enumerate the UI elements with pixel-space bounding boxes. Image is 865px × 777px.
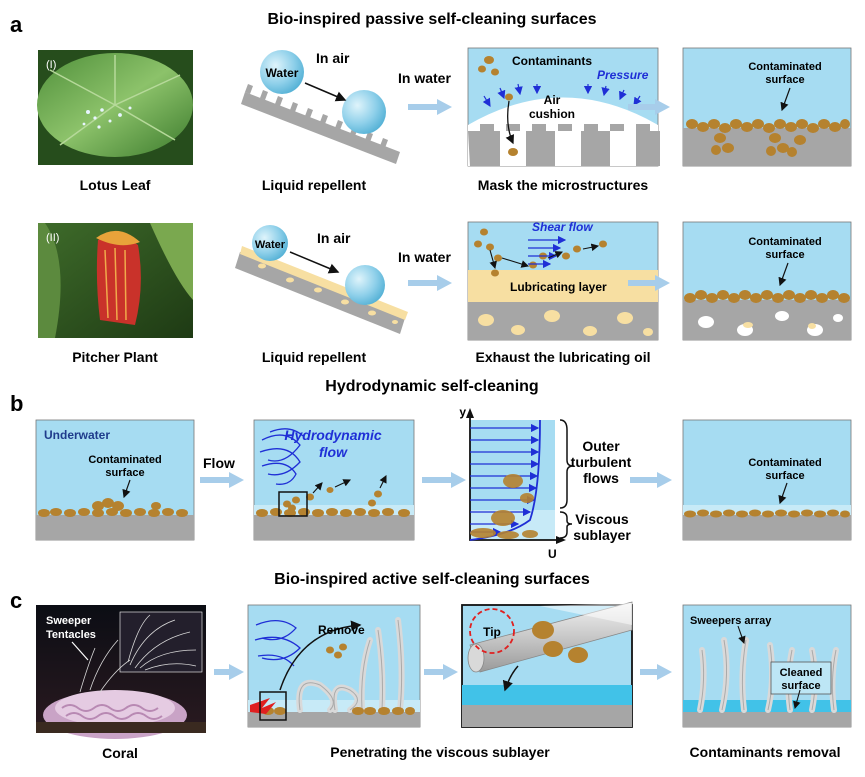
exhaust-oil-label: Exhaust the lubricating oil — [475, 349, 650, 365]
photo-tag-1: (I) — [46, 59, 56, 71]
tilted-micro-surface-1 — [241, 84, 400, 164]
hydrodynamic-label-l2: flow — [319, 444, 348, 460]
cleaned-label-l2: surface — [781, 680, 820, 692]
penetrate-label: Penetrating the viscous sublayer — [330, 744, 550, 760]
underwater-contaminated-surface — [35, 419, 195, 541]
contaminated-label-b1-l1: Contaminated — [88, 454, 161, 466]
panel-b-title: Hydrodynamic self-cleaning — [325, 378, 538, 395]
outer-label-l3: flows — [583, 470, 619, 486]
sweepers-array-diagram — [682, 604, 852, 728]
liquid-repellent-label-2: Liquid repellent — [262, 349, 367, 365]
in-water-label-2: In water — [398, 249, 451, 265]
viscous-label-l2: sublayer — [573, 527, 631, 543]
u-axis-label: U — [548, 547, 557, 561]
coral-label: Coral — [102, 745, 138, 761]
air-label: Air — [544, 93, 561, 107]
contaminated-surface-a2 — [682, 221, 852, 341]
water-label-1: Water — [266, 66, 299, 80]
flow-label: Flow — [203, 455, 235, 471]
contaminated-surface-b2 — [682, 419, 852, 541]
underwater-label: Underwater — [44, 428, 110, 442]
contaminated-label-b2-l1: Contaminated — [748, 457, 821, 469]
contaminated-label-a2-l2: surface — [765, 249, 804, 261]
liquid-repellent-label-1: Liquid repellent — [262, 177, 367, 193]
sweeper-tip-closeup — [461, 601, 633, 728]
contaminants-label: Contaminants — [512, 54, 592, 68]
panel-letter-c: c — [10, 588, 22, 613]
roll-arrow-2 — [289, 251, 340, 274]
coral-photo — [36, 605, 206, 739]
sweeper-penetration-diagram — [247, 604, 421, 728]
pitcher-plant-photo — [38, 223, 193, 338]
shear-flow-label: Shear flow — [532, 220, 593, 234]
rolling-droplet-1 — [342, 90, 386, 134]
viscous-label-l1: Viscous — [575, 511, 629, 527]
contaminant-particles-a2 — [474, 228, 607, 277]
photo-tag-2: (II) — [46, 232, 59, 244]
boundary-layer-profile — [466, 408, 574, 544]
contaminated-label-a1-l1: Contaminated — [748, 61, 821, 73]
sweepers-array-label: Sweepers array — [690, 615, 772, 627]
roll-arrow-1 — [304, 82, 347, 102]
contaminated-label-b2-l2: surface — [765, 470, 804, 482]
sweeper-label-l2: Tentacles — [46, 629, 96, 641]
water-droplet-2 — [252, 225, 288, 261]
in-air-label-1: In air — [316, 50, 350, 66]
contaminated-label-a1-l2: surface — [765, 74, 804, 86]
contaminant-particles-a1 — [478, 56, 513, 101]
cushion-label: cushion — [529, 107, 575, 121]
outer-label-l1: Outer — [582, 438, 620, 454]
particle-motion-arrows — [489, 243, 600, 270]
contaminated-surface-a1 — [682, 47, 852, 167]
sweeper-label-l1: Sweeper — [46, 615, 92, 627]
removal-label: Contaminants removal — [690, 744, 841, 760]
water-label-2: Water — [255, 239, 286, 251]
remove-label: Remove — [318, 623, 365, 637]
lubricating-layer-label: Lubricating layer — [510, 280, 607, 294]
in-water-label-1: In water — [398, 70, 451, 86]
tip-label: Tip — [483, 625, 501, 639]
lotus-leaf-label: Lotus Leaf — [80, 177, 151, 193]
outer-label-l2: turbulent — [571, 454, 632, 470]
pressure-arrows — [482, 83, 642, 108]
panel-a-title: Bio-inspired passive self-cleaning surfa… — [267, 11, 596, 28]
hydrodynamic-flow-diagram — [253, 419, 415, 541]
contaminated-label-a2-l1: Contaminated — [748, 236, 821, 248]
in-air-label-2: In air — [317, 230, 351, 246]
y-axis-label: y — [459, 405, 466, 419]
hydrodynamic-label-l1: Hydrodynamic — [284, 427, 381, 443]
rolling-droplet-2 — [345, 265, 385, 305]
panel-c-title: Bio-inspired active self-cleaning surfac… — [274, 571, 590, 588]
mask-microstructures-label: Mask the microstructures — [478, 177, 649, 193]
pitcher-plant-label: Pitcher Plant — [72, 349, 158, 365]
panel-letter-b: b — [10, 391, 23, 416]
panel-letter-a: a — [10, 12, 23, 37]
pressure-label: Pressure — [597, 68, 649, 82]
water-droplet-1 — [260, 50, 304, 94]
settle-arrow — [505, 100, 514, 145]
contaminated-label-b1-l2: surface — [105, 467, 144, 479]
lotus-leaf-photo — [37, 50, 193, 165]
cleaned-label-l1: Cleaned — [780, 667, 823, 679]
